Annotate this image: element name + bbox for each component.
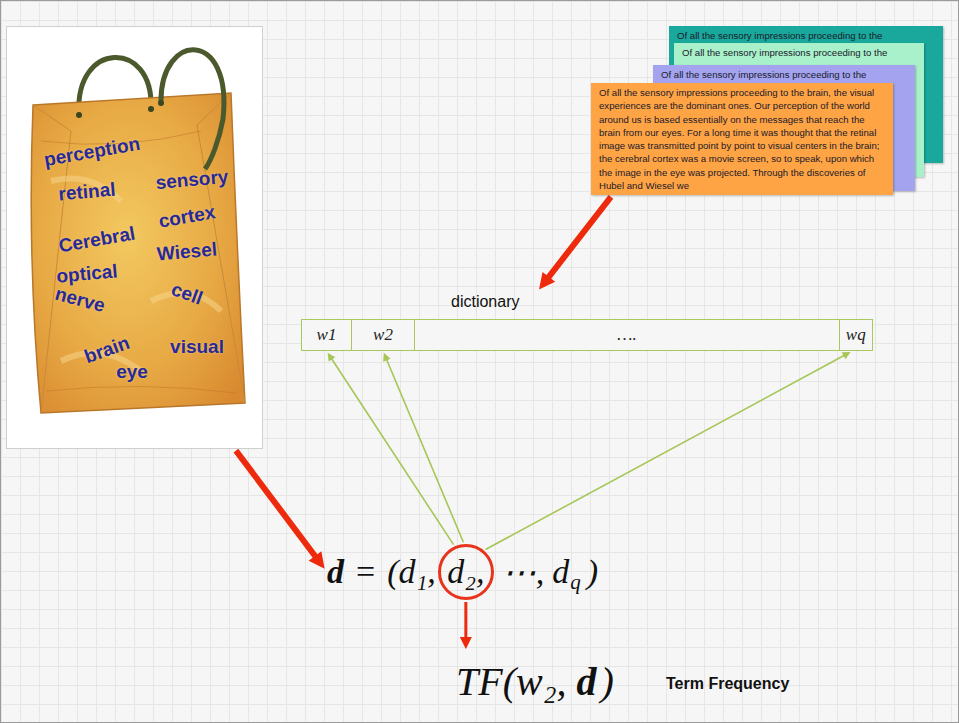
arrowhead [539, 272, 555, 290]
node-text: w1 [317, 325, 337, 345]
node-text: Of all the sensory impressions proceedin… [677, 30, 882, 41]
node-text: d [577, 658, 597, 705]
connector-line [236, 451, 317, 559]
node-text: d [327, 553, 344, 591]
connector-line [386, 359, 463, 542]
node-text: wq [846, 325, 866, 345]
node-text: TF(w₂, [456, 658, 567, 705]
arrow-connector [486, 352, 851, 550]
node-text: = [356, 553, 375, 591]
caption-label: Term Frequency [666, 675, 789, 693]
connector-line [547, 197, 611, 279]
arrow-connector [328, 353, 454, 545]
dictionary-row: dictionary w1 w2 …. wq [301, 291, 873, 351]
connector-line [331, 358, 453, 545]
node-text: Of all the sensory impressions proceedin… [682, 47, 887, 58]
arrowhead [842, 352, 851, 359]
dictionary-cell: w2 [351, 319, 416, 351]
arrow-connector [236, 451, 325, 569]
node-text: ) [601, 658, 614, 705]
connector-line [464, 602, 467, 639]
vector-equation: d=(d₁,d₂,⋯,dq) [327, 541, 598, 603]
node-text: Of all the sensory impressions proceedin… [599, 87, 880, 191]
document-card: Of all the sensory impressions proceedin… [591, 83, 893, 195]
arrow-connector [460, 602, 472, 649]
highlight-circle: d₂, [438, 544, 494, 600]
bag-of-words-panel: perceptionretinalsensoryCerebralcortexWi… [6, 26, 263, 449]
arrow-connector [539, 197, 611, 289]
node-text: d₂, [447, 553, 484, 591]
term-frequency-formula: TF(w₂,d) [456, 651, 614, 711]
bag-word: eye [116, 361, 148, 383]
dictionary-cell: wq [839, 319, 874, 351]
node-text: w2 [373, 325, 393, 345]
arrow-connector [383, 353, 463, 542]
bag-word: visual [170, 336, 224, 358]
node-text: ⋯, [502, 552, 545, 592]
arrowhead [383, 353, 390, 362]
node-text: …. [617, 325, 636, 345]
node-text: (d₁, [387, 553, 436, 591]
dictionary-cell: …. [414, 319, 840, 351]
arrowhead [460, 637, 472, 649]
node-text: dictionary [451, 293, 519, 311]
node-text: q [570, 570, 581, 595]
arrowhead [328, 353, 336, 362]
connector-line [486, 355, 845, 550]
node-text: ) [587, 553, 598, 591]
arrowhead [309, 551, 325, 569]
dictionary-cell: w1 [301, 319, 352, 351]
node-text: d [552, 553, 569, 591]
node-text: Of all the sensory impressions proceedin… [661, 69, 866, 80]
